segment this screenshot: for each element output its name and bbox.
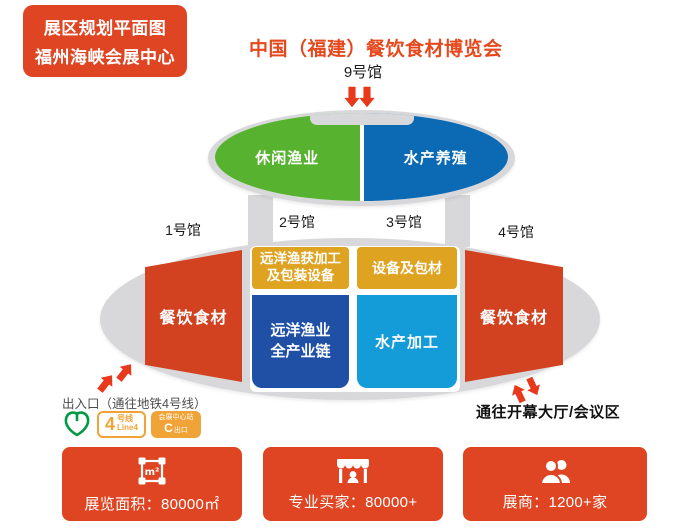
zone-ocean-fishery-chain-line1: 远洋渔业 bbox=[270, 322, 331, 340]
zone-ocean-catch-processing-line2: 及包装设备 bbox=[266, 268, 335, 283]
zone-ocean-fishery-chain: 远洋渔业 全产业链 bbox=[252, 295, 349, 388]
zone-ocean-fishery-chain-line2: 全产业链 bbox=[270, 342, 331, 360]
fuzhou-metro-logo-icon bbox=[64, 411, 90, 437]
metro-station-name: 会展中心站 bbox=[158, 414, 194, 422]
zone-catering-ingredients-right-label: 餐饮食材 bbox=[479, 310, 548, 327]
walkway-pillar-left bbox=[248, 195, 273, 247]
stat-floor-area-label: 展览面积：80000㎡ bbox=[84, 496, 220, 513]
plan-title-line2: 福州海峡会展中心 bbox=[35, 48, 175, 67]
metro-line-en: Line4 bbox=[117, 423, 138, 432]
zone-equipment-packaging: 设备及包材 bbox=[357, 247, 457, 289]
stat-card-exhibitors: 展商：1200+家 bbox=[463, 447, 647, 521]
metro-info-row: 4 号线 Line4 会展中心站 C 出口 bbox=[62, 409, 201, 439]
zone-catering-ingredients-right: 餐饮食材 bbox=[465, 250, 563, 382]
hall-4-label: 4号馆 bbox=[498, 224, 534, 240]
zone-leisure-fishery: 休闲渔业 bbox=[215, 113, 360, 201]
zone-aquatic-processing-label: 水产加工 bbox=[374, 334, 439, 351]
hall-9-label: 9号馆 bbox=[343, 64, 383, 81]
hall-3-label: 3号馆 bbox=[386, 214, 422, 230]
zone-leisure-fishery-label: 休闲渔业 bbox=[255, 149, 320, 167]
hall-1-label: 1号馆 bbox=[165, 222, 201, 238]
stat-exhibitors-label: 展商：1200+家 bbox=[502, 494, 608, 511]
metro-line-number: 4 bbox=[105, 414, 116, 434]
zone-aquatic-processing: 水产加工 bbox=[357, 295, 457, 388]
plan-title-card: 展区规划平面图 福州海峡会展中心 bbox=[23, 5, 187, 77]
hall-9-pavilion: 休闲渔业 水产养殖 bbox=[208, 110, 515, 206]
hall-9-entrance-notch bbox=[309, 113, 414, 125]
zone-ocean-catch-processing: 远洋渔获加工 及包装设备 bbox=[252, 247, 349, 289]
walkway-pillar-right bbox=[445, 195, 470, 247]
zone-ocean-catch-processing-line1: 远洋渔获加工 bbox=[260, 251, 341, 267]
exit-arrows-two-way-icon bbox=[512, 376, 540, 404]
stat-card-buyers: 专业买家：80000+ bbox=[263, 447, 443, 521]
metro-station-badge: 会展中心站 C 出口 bbox=[151, 410, 201, 438]
metro-exit-label: 出口 bbox=[173, 426, 188, 434]
plan-title-line1: 展区规划平面图 bbox=[43, 19, 167, 38]
zone-aquaculture: 水产养殖 bbox=[363, 113, 508, 201]
svg-text:m²: m² bbox=[145, 467, 160, 478]
stat-card-floor-area: m² 展览面积：80000㎡ bbox=[62, 447, 242, 521]
zone-equipment-packaging-label: 设备及包材 bbox=[372, 260, 442, 276]
entrance-arrows-up-icon bbox=[97, 364, 132, 393]
exhibitors-icon bbox=[539, 459, 570, 485]
hall-2-label: 2号馆 bbox=[279, 214, 315, 230]
entrance-arrows-down-icon bbox=[344, 86, 375, 108]
metro-line-suffix: 号线 bbox=[117, 414, 134, 424]
metro-line-4-badge: 4 号线 Line4 bbox=[97, 410, 146, 438]
professional-buyers-icon bbox=[337, 459, 369, 483]
zone-catering-ingredients-left: 餐饮食材 bbox=[145, 250, 242, 382]
expo-title: 中国（福建）餐饮食材博览会 bbox=[249, 39, 503, 60]
zone-catering-ingredients-left-label: 餐饮食材 bbox=[159, 310, 228, 327]
hall-9-pavilion-inner: 休闲渔业 水产养殖 bbox=[215, 113, 508, 201]
floor-area-icon: m² bbox=[138, 457, 166, 485]
exit-to-opening-hall-label: 通往开幕大厅/会议区 bbox=[476, 404, 621, 421]
stat-buyers-label: 专业买家：80000+ bbox=[288, 494, 418, 511]
zone-aquaculture-label: 水产养殖 bbox=[403, 149, 468, 167]
entrance-label: 出入口（通往地铁4号线） bbox=[62, 397, 207, 411]
metro-exit-letter: C bbox=[164, 420, 173, 435]
